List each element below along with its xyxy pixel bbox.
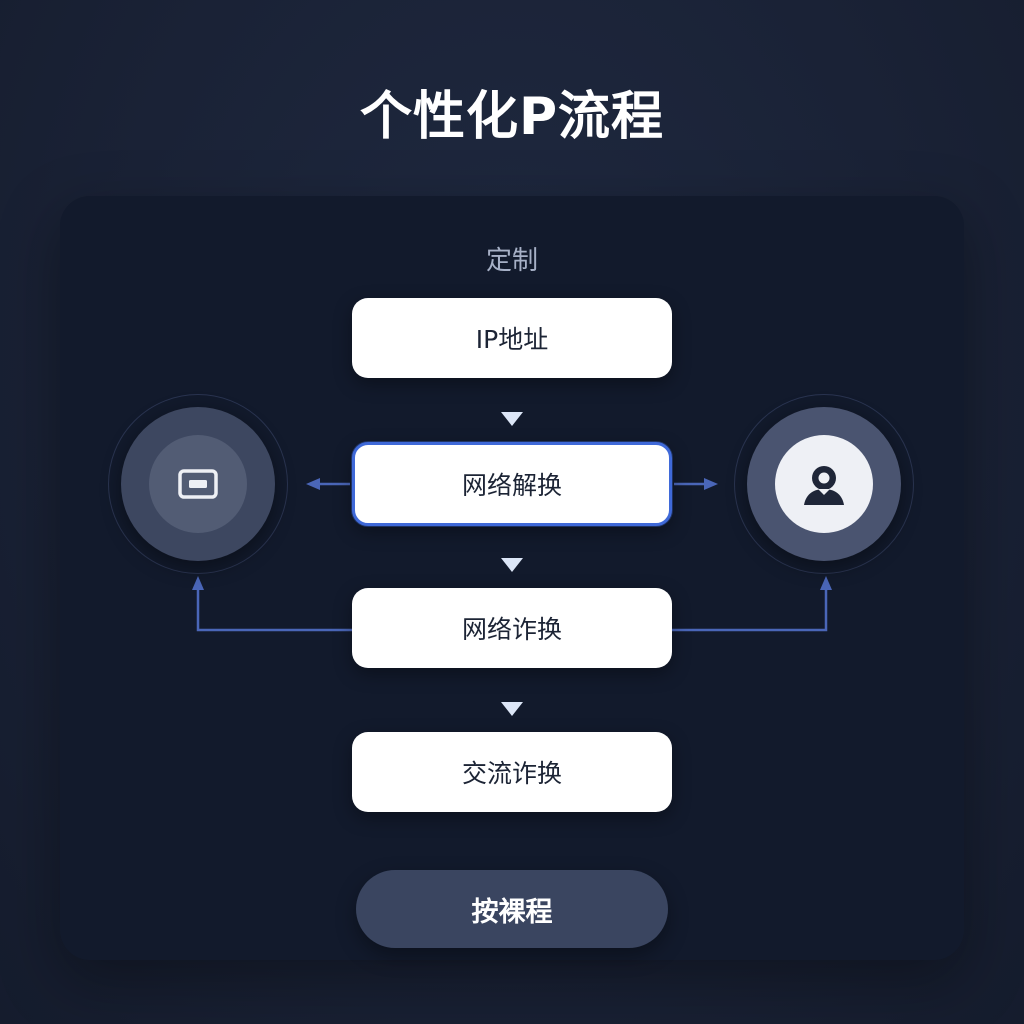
section-label: 定制: [485, 246, 538, 276]
arrow-down-3: [501, 670, 523, 716]
arrow-down-2: [501, 526, 523, 572]
flow-node-network-exchange[interactable]: 网络诈换: [352, 588, 672, 668]
flow-node-network-resolve[interactable]: 网络解换: [352, 442, 672, 526]
flow-node-label: 交流诈换: [461, 759, 562, 788]
connector-right: [672, 576, 832, 632]
action-button[interactable]: 按裸程: [356, 870, 668, 948]
device-icon: [178, 469, 218, 499]
flow-node-ip-address[interactable]: IP地址: [352, 298, 672, 378]
arrow-down-1: [501, 380, 523, 426]
right-endpoint-ring: [747, 407, 901, 561]
right-endpoint-circle: [734, 394, 914, 574]
user-icon: [804, 466, 844, 505]
right-endpoint-core: [775, 435, 873, 533]
left-endpoint-core: [149, 435, 247, 533]
arrow-right: [674, 478, 718, 490]
flow-node-label: 网络解换: [461, 471, 562, 500]
flow-node-label: 网络诈换: [461, 615, 562, 644]
arrow-left: [306, 478, 350, 490]
flow-node-communication-exchange[interactable]: 交流诈换: [352, 732, 672, 812]
left-endpoint-circle: [108, 394, 288, 574]
page-title: 个性化P流程: [359, 87, 665, 147]
left-endpoint-ring: [121, 407, 275, 561]
flow-node-label: IP地址: [475, 325, 549, 354]
connector-left: [192, 576, 352, 632]
